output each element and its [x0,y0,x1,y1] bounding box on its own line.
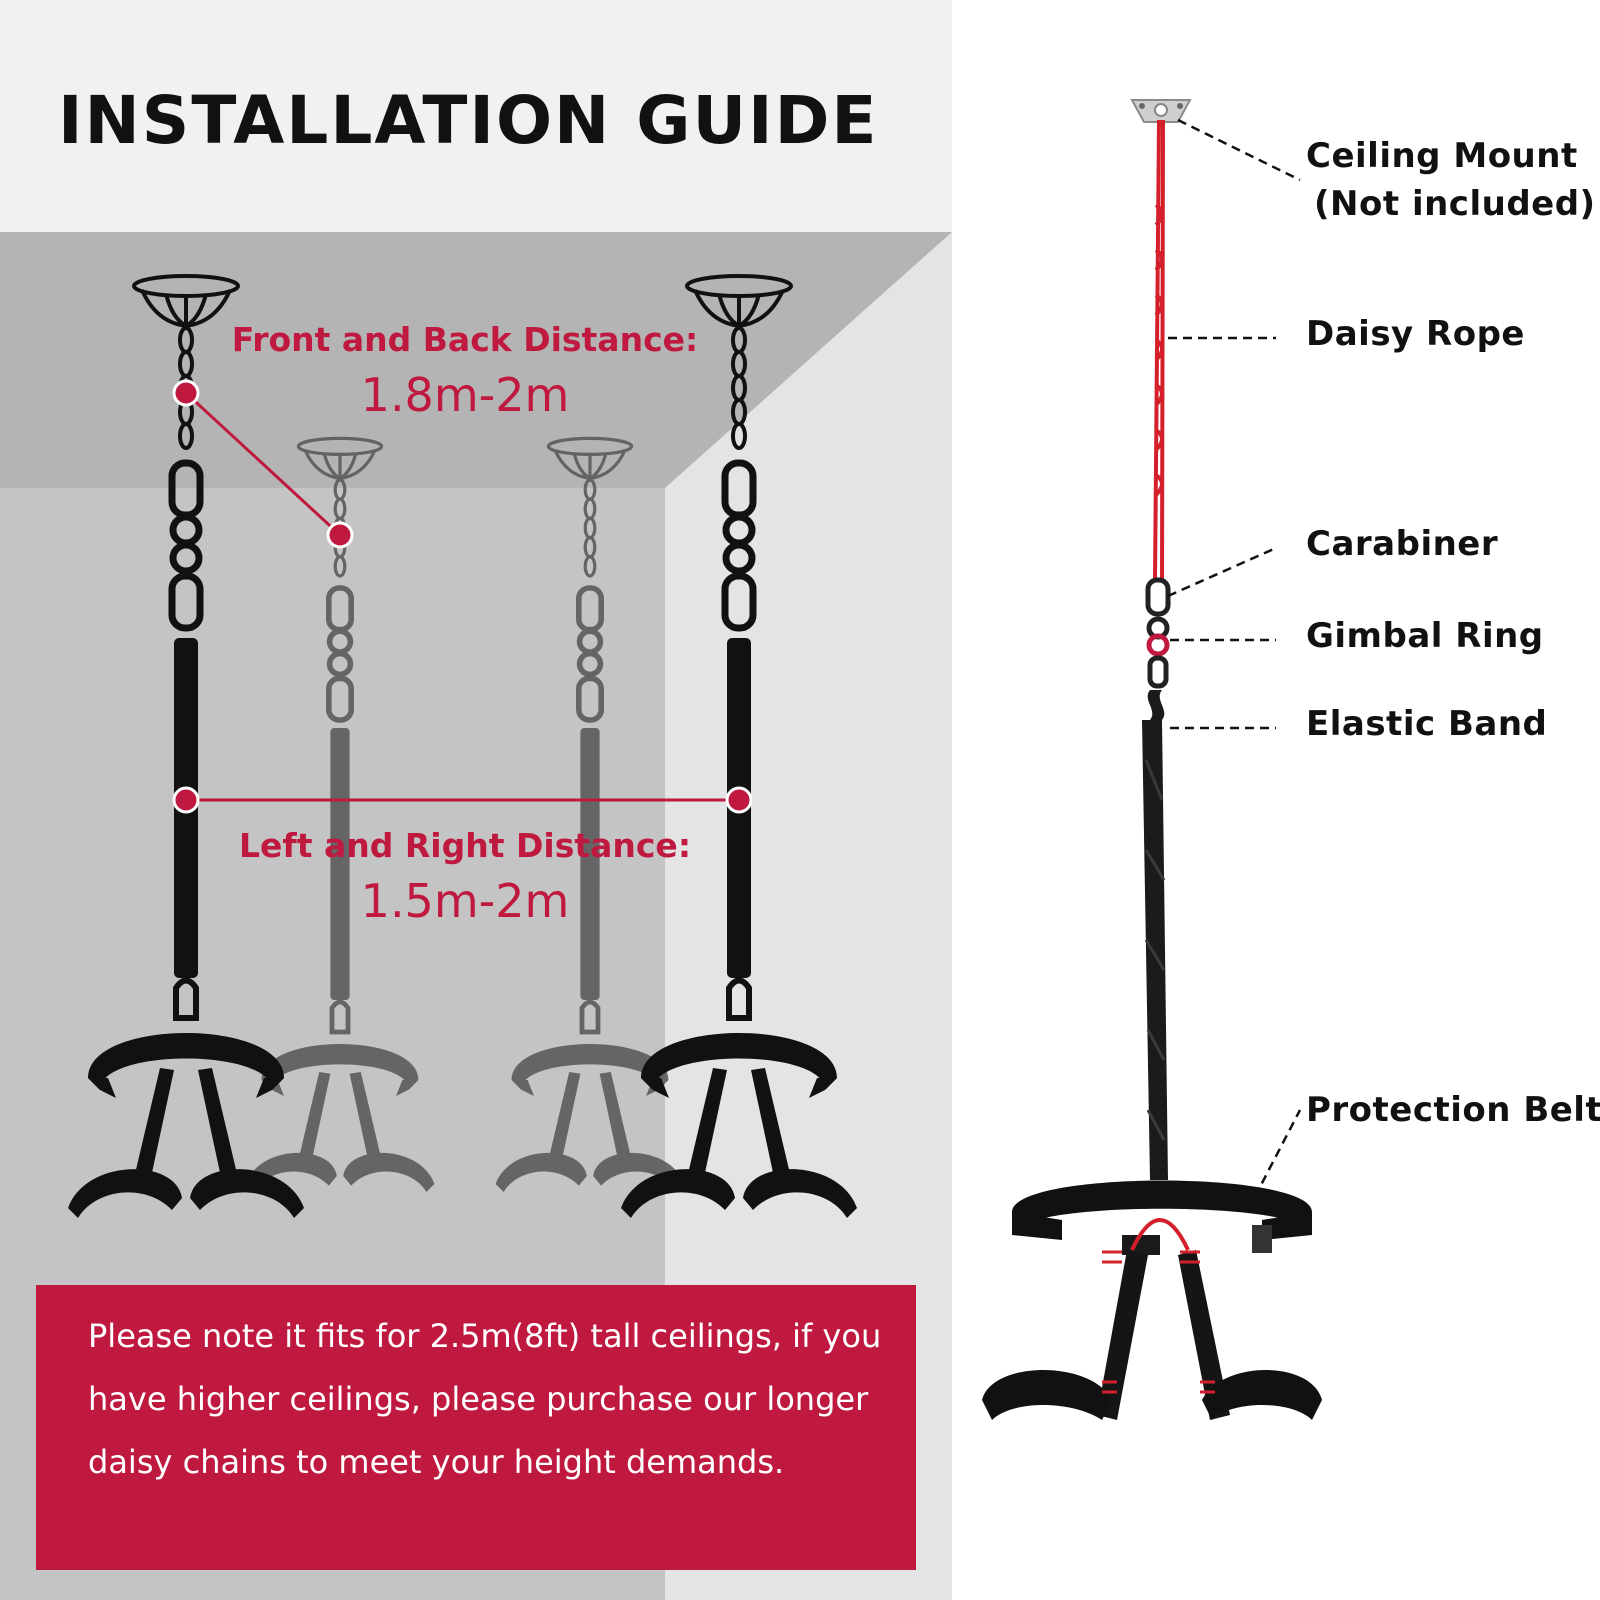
callout-gimbal-ring: Gimbal Ring [1306,616,1544,656]
elastic-band-icon [1142,690,1168,1180]
gimbal-ring-icon [1146,616,1170,657]
carabiner-icon [1145,577,1171,617]
leader-protection-belt [1246,1109,1302,1211]
front-back-point-start [172,379,200,407]
callout-ceiling-mount-note: (Not included) [1314,184,1596,224]
front-back-point-end [326,521,354,549]
leader-ceiling-mount [1177,118,1301,182]
harness-rigs [68,274,857,1218]
callout-protection-belt: Protection Belt [1306,1090,1600,1130]
product-diagram [982,99,1322,1420]
daisy-rope-icon [1153,119,1165,581]
callout-elastic-band: Elastic Band [1306,704,1548,744]
rig-back-right [495,436,685,1192]
ceiling-mount-icon [1130,99,1192,123]
ceiling-height-note: Please note it fits for 2.5m(8ft) tall c… [36,1285,916,1570]
callout-carabiner: Carabiner [1306,524,1499,564]
left-right-point-start [172,786,200,814]
left-right-point-end [725,786,753,814]
callout-ceiling-mount: Ceiling Mount [1306,136,1578,176]
page-title: INSTALLATION GUIDE [58,82,879,159]
left-right-distance-value: 1.5m-2m [360,874,570,928]
ceiling-height-note-text: Please note it fits for 2.5m(8ft) tall c… [88,1317,882,1481]
installation-guide-panel: INSTALLATION GUIDE Front and Back Distan… [0,0,952,1600]
callout-daisy-rope: Daisy Rope [1306,314,1525,354]
protection-belt-icon [982,1180,1322,1420]
left-right-distance-label: Left and Right Distance: [238,826,692,865]
front-back-distance-label: Front and Back Distance: [231,320,699,359]
callout-leader-lines [1167,118,1302,1211]
front-back-distance-value: 1.8m-2m [360,368,570,422]
rig-front-right [621,274,857,1218]
front-back-line [184,391,342,537]
lower-carabiner-icon [1147,655,1169,689]
room-illustration [0,232,952,1600]
leader-carabiner [1167,546,1277,598]
